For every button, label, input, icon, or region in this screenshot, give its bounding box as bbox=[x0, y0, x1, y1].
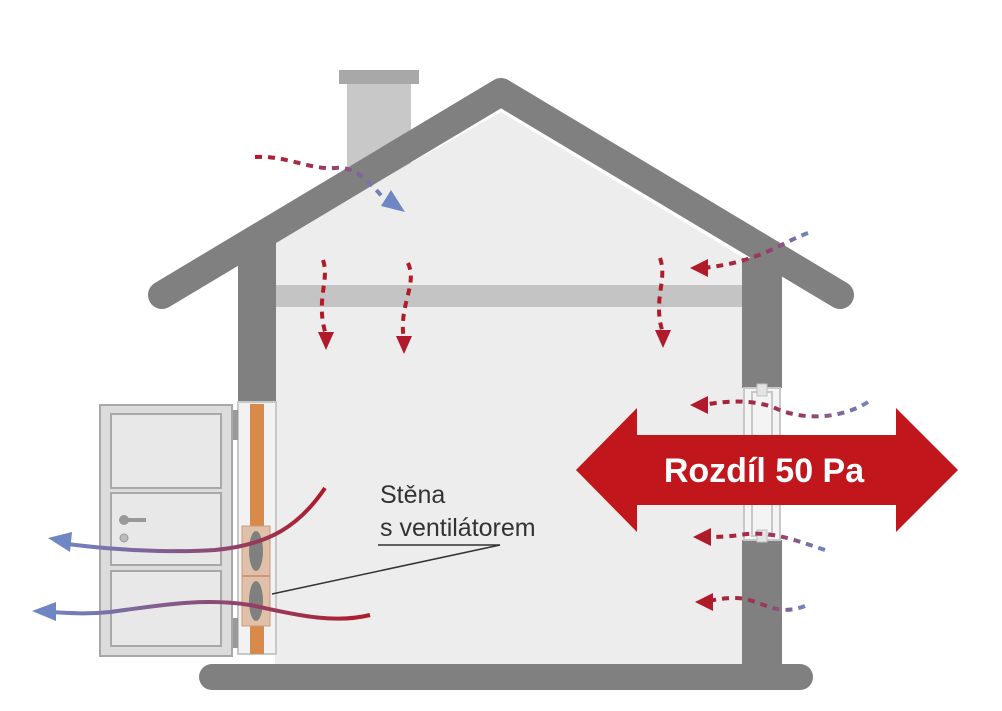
arrow-head-icon bbox=[32, 602, 56, 621]
house-interior bbox=[275, 112, 744, 665]
left-wall-upper bbox=[238, 240, 276, 402]
arrow-head-icon bbox=[318, 332, 334, 350]
arrow-head-icon bbox=[655, 330, 671, 348]
fan-icon bbox=[249, 581, 263, 621]
annotation-line-1: Stěna bbox=[380, 481, 445, 509]
arrow-head-icon bbox=[695, 593, 713, 611]
arrow-head-icon bbox=[48, 532, 72, 552]
pressure-double-arrow bbox=[576, 408, 958, 532]
roof bbox=[148, 78, 854, 309]
door bbox=[99, 404, 233, 657]
arrow-head-icon bbox=[690, 396, 708, 414]
ceiling-beam bbox=[276, 285, 742, 307]
arrow-head-icon bbox=[690, 259, 708, 277]
arrow-head-icon bbox=[396, 336, 412, 354]
leak-airflows bbox=[254, 154, 870, 612]
fan-airflow bbox=[32, 486, 371, 621]
annotation-leader-line bbox=[271, 544, 501, 595]
fan-icon bbox=[249, 531, 263, 571]
leak-arrowheads bbox=[318, 190, 713, 611]
arrow-head-icon bbox=[693, 528, 711, 546]
right-wall-upper bbox=[742, 258, 782, 388]
arrow-head-icon bbox=[381, 190, 405, 212]
door-lock-icon bbox=[119, 533, 129, 543]
annotation-line-2: s ventilátorem bbox=[380, 514, 536, 542]
pressure-label: Rozdíl 50 Pa bbox=[664, 452, 865, 490]
